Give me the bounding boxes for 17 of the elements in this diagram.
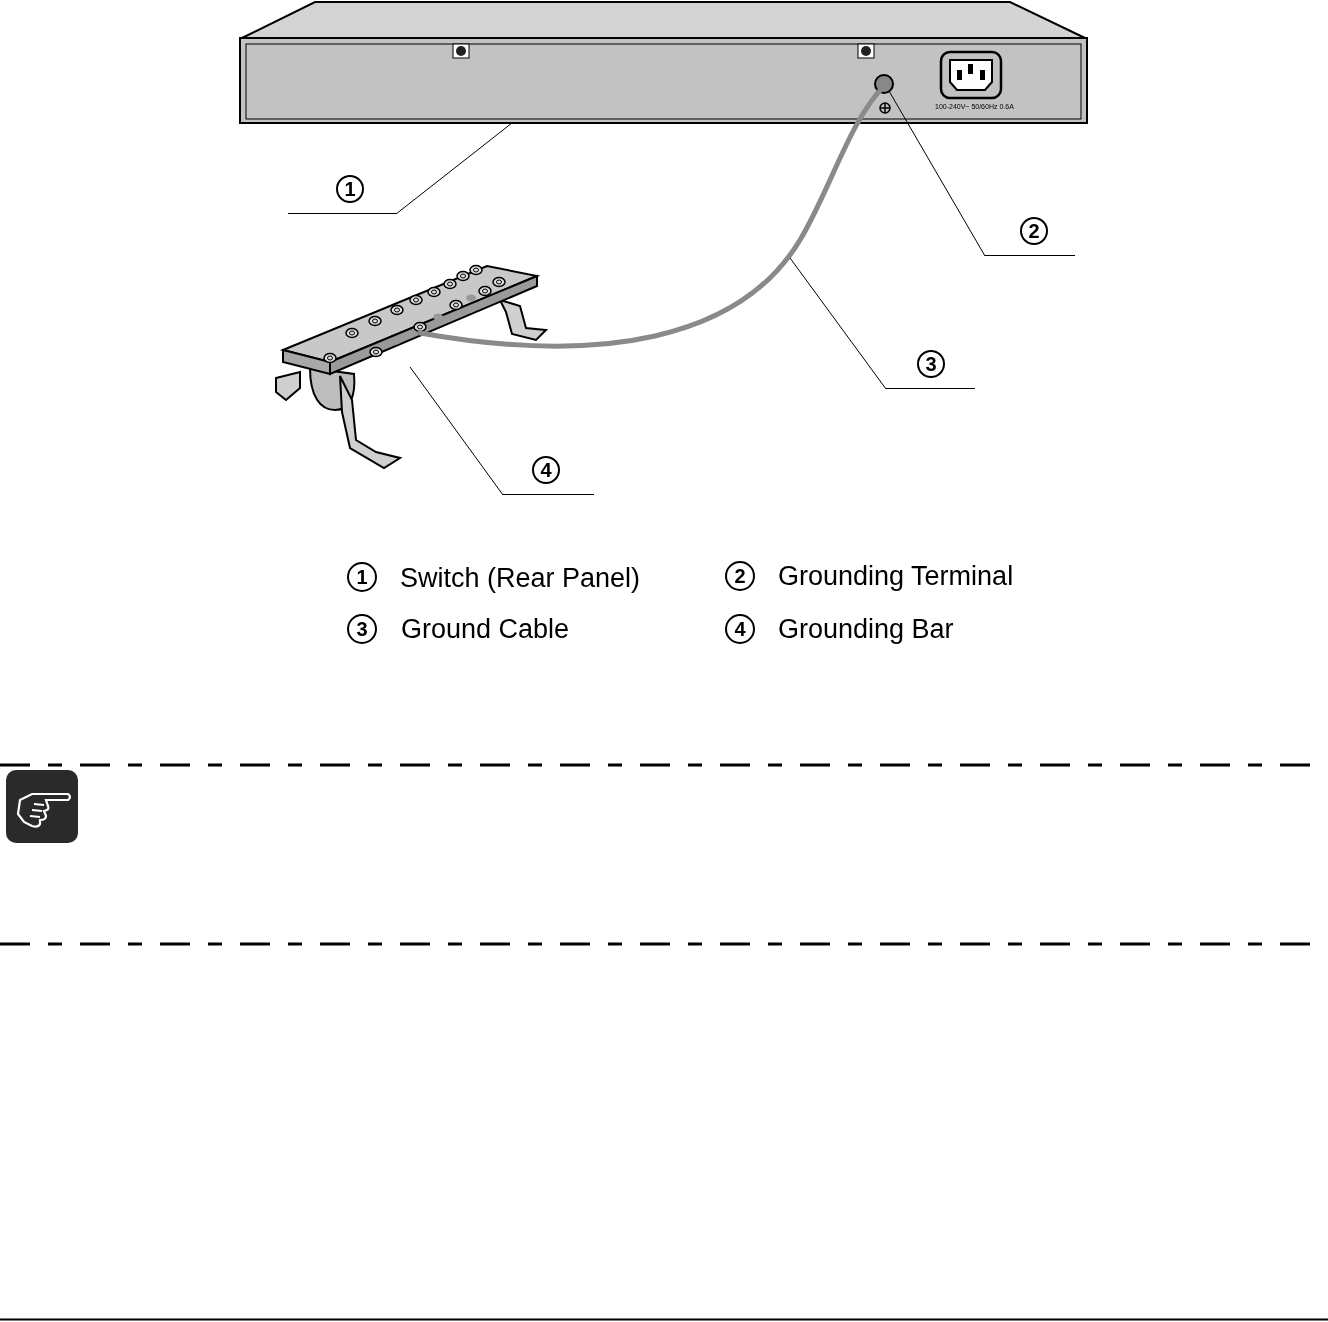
callout-number: 2 — [1020, 217, 1048, 245]
key-text: Grounding Terminal — [778, 560, 1014, 592]
key-text: Ground Cable — [401, 613, 570, 645]
callout-number: 3 — [347, 614, 377, 644]
leader-line — [888, 90, 986, 257]
leader-line — [409, 366, 504, 496]
callout-number: 4 — [725, 614, 755, 644]
callout-number: 3 — [917, 350, 945, 378]
callout-number: 4 — [532, 456, 560, 484]
switch-rear-panel-drawing — [239, 1, 1088, 124]
key-text: Switch (Rear Panel) — [400, 562, 641, 594]
leader-line — [395, 122, 513, 215]
callout-number: 1 — [336, 175, 364, 203]
callout-number: 1 — [347, 562, 377, 592]
key-text: Grounding Bar — [778, 613, 954, 645]
leader-line — [789, 257, 887, 390]
callout-number: 2 — [725, 561, 755, 591]
